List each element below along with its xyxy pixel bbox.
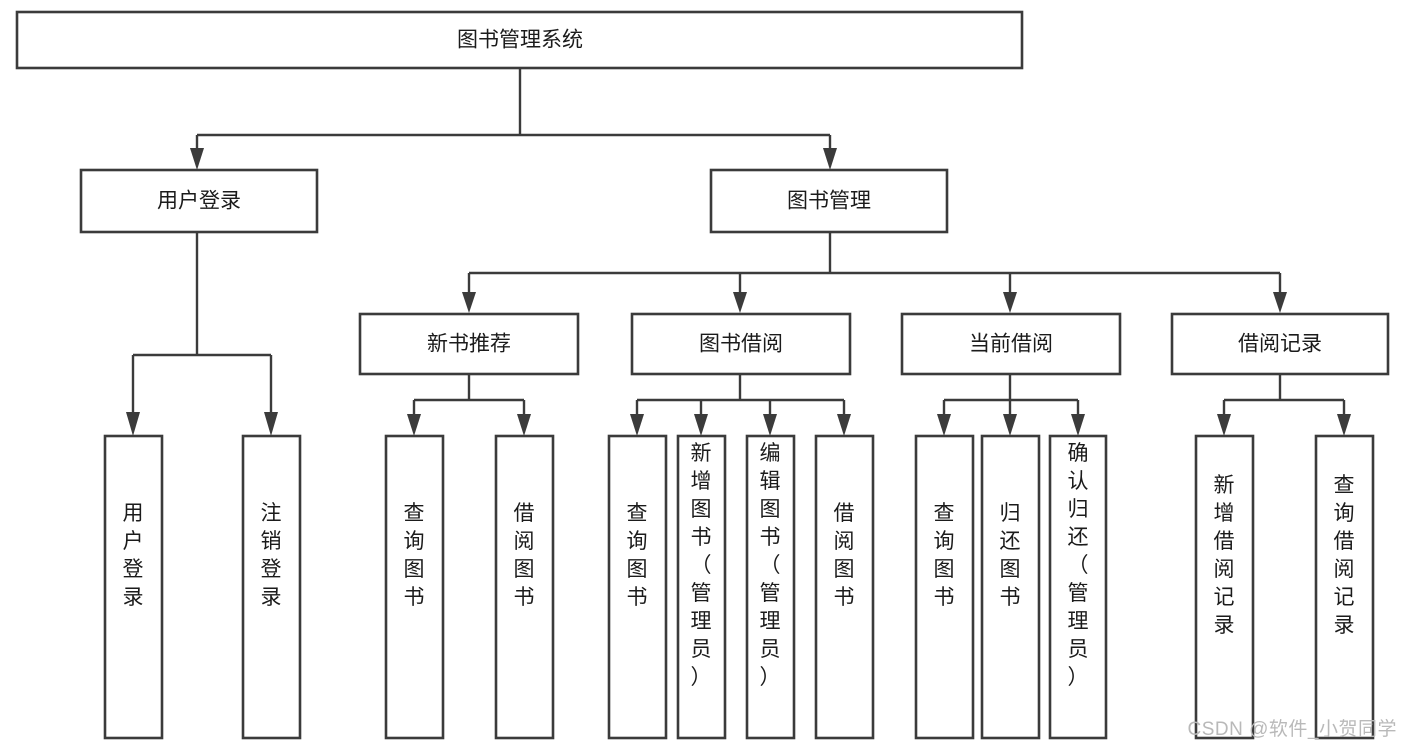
arrow-head-bb-leaf3 xyxy=(763,414,777,436)
leaf-logout-label: 注销登录 xyxy=(261,502,282,609)
leaf-bb-edit-book-label: 编辑图书（管理员） xyxy=(760,442,781,689)
leaf-bb-query-book-label: 查询图书 xyxy=(627,502,648,609)
leaf-cb-confirm-return[interactable]: 确认归还（管理员） xyxy=(1048,434,1108,740)
node-new-book-recommend[interactable]: 新书推荐 xyxy=(358,312,580,376)
node-root-label: 图书管理系统 xyxy=(457,29,583,52)
arrow-head-br-leaf1 xyxy=(1217,414,1231,436)
node-current-borrow-box[interactable] xyxy=(900,312,1122,376)
connector-group-book-mgmt xyxy=(462,232,1287,313)
node-user-login[interactable]: 用户登录 xyxy=(79,168,319,234)
node-book-management-label: 图书管理 xyxy=(787,190,871,213)
arrow-head-book-borrow xyxy=(733,292,747,313)
leaf-br-query-record[interactable]: 查询借阅记录 xyxy=(1314,434,1375,740)
connector-group-book-borrow xyxy=(630,374,851,436)
leaf-bb-query-book[interactable]: 查询图书 xyxy=(607,434,668,740)
node-new-book-recommend-box[interactable] xyxy=(358,312,580,376)
node-book-borrow-box[interactable] xyxy=(630,312,852,376)
leaf-bb-borrow-book-label: 借阅图书 xyxy=(834,502,855,609)
leaf-cb-query-book-label: 查询图书 xyxy=(934,502,955,609)
arrow-head-borrow-record xyxy=(1273,292,1287,313)
csdn-watermark: CSDN @软件_小贺同学 xyxy=(1187,719,1397,740)
node-book-management[interactable]: 图书管理 xyxy=(709,168,949,234)
node-borrow-record-label: 借阅记录 xyxy=(1238,333,1322,356)
leaf-user-login-label: 用户登录 xyxy=(123,502,144,609)
leaf-cb-confirm-return-box[interactable] xyxy=(1048,434,1108,740)
leaf-nb-query-book-box[interactable] xyxy=(384,434,445,740)
leaf-user-login[interactable]: 用户登录 xyxy=(103,434,164,740)
arrow-head-current-borrow xyxy=(1003,292,1017,313)
leaf-bb-query-book-box[interactable] xyxy=(607,434,668,740)
connector-group-current-borrow xyxy=(937,374,1085,436)
leaf-bb-edit-book[interactable]: 编辑图书（管理员） xyxy=(745,434,796,740)
arrow-head-cb-leaf3 xyxy=(1071,414,1085,436)
node-book-borrow[interactable]: 图书借阅 xyxy=(630,312,852,376)
leaf-cb-return-book-label: 归还图书 xyxy=(1000,502,1021,609)
connector-group-borrow-record xyxy=(1217,374,1351,436)
node-new-book-recommend-label: 新书推荐 xyxy=(427,333,511,356)
arrow-head-nb-leaf1 xyxy=(407,414,421,436)
leaf-nb-borrow-book-box[interactable] xyxy=(494,434,555,740)
leaf-logout[interactable]: 注销登录 xyxy=(241,434,302,740)
leaf-nb-borrow-book-label: 借阅图书 xyxy=(514,502,535,609)
leaf-br-add-record[interactable]: 新增借阅记录 xyxy=(1194,434,1255,740)
leaf-nb-query-book-label: 查询图书 xyxy=(404,502,425,609)
leaf-cb-confirm-return-label: 确认归还（管理员） xyxy=(1068,442,1089,689)
arrow-head-cb-leaf2 xyxy=(1003,414,1017,436)
leaf-cb-query-book-box[interactable] xyxy=(914,434,975,740)
arrow-head-nb-leaf2 xyxy=(517,414,531,436)
leaf-bb-add-book-box[interactable] xyxy=(676,434,727,740)
node-current-borrow-label: 当前借阅 xyxy=(969,333,1053,356)
leaf-bb-edit-book-box[interactable] xyxy=(745,434,796,740)
leaf-cb-return-book-box[interactable] xyxy=(980,434,1041,740)
node-book-borrow-label: 图书借阅 xyxy=(699,333,783,356)
arrow-head-book-mgmt xyxy=(823,148,837,170)
leaf-br-query-record-box[interactable] xyxy=(1314,434,1375,740)
connector-group-new-book xyxy=(407,374,531,436)
leaf-bb-add-book-label: 新增图书（管理员） xyxy=(691,442,712,689)
connector-group-root xyxy=(190,68,837,170)
leaf-nb-borrow-book[interactable]: 借阅图书 xyxy=(494,434,555,740)
connector-group-user-login xyxy=(126,232,278,436)
leaf-br-add-record-box[interactable] xyxy=(1194,434,1255,740)
leaf-br-add-record-label: 新增借阅记录 xyxy=(1214,474,1235,637)
node-borrow-record[interactable]: 借阅记录 xyxy=(1170,312,1390,376)
leaf-cb-query-book[interactable]: 查询图书 xyxy=(914,434,975,740)
arrow-head-new-book xyxy=(462,292,476,313)
arrow-head-bb-leaf2 xyxy=(694,414,708,436)
leaf-br-query-record-label: 查询借阅记录 xyxy=(1334,474,1355,637)
arrow-head-br-leaf2 xyxy=(1337,414,1351,436)
node-user-login-label: 用户登录 xyxy=(157,190,241,213)
arrow-head-bb-leaf1 xyxy=(630,414,644,436)
node-borrow-record-box[interactable] xyxy=(1170,312,1390,376)
arrow-head-bb-leaf4 xyxy=(837,414,851,436)
arrow-head-cb-leaf1 xyxy=(937,414,951,436)
arrow-head-leaf-user-login xyxy=(126,412,140,436)
leaf-user-login-box[interactable] xyxy=(103,434,164,740)
node-book-management-box[interactable] xyxy=(709,168,949,234)
leaf-bb-borrow-book-box[interactable] xyxy=(814,434,875,740)
node-current-borrow[interactable]: 当前借阅 xyxy=(900,312,1122,376)
leaf-cb-return-book[interactable]: 归还图书 xyxy=(980,434,1041,740)
leaf-logout-box[interactable] xyxy=(241,434,302,740)
leaf-bb-add-book[interactable]: 新增图书（管理员） xyxy=(676,434,727,740)
node-root-box[interactable] xyxy=(15,10,1024,70)
arrow-head-leaf-logout xyxy=(264,412,278,436)
leaf-bb-borrow-book[interactable]: 借阅图书 xyxy=(814,434,875,740)
leaf-nb-query-book[interactable]: 查询图书 xyxy=(384,434,445,740)
arrow-head-user-login xyxy=(190,148,204,170)
node-user-login-box[interactable] xyxy=(79,168,319,234)
node-root-book-management-system[interactable]: 图书管理系统 xyxy=(15,10,1024,70)
